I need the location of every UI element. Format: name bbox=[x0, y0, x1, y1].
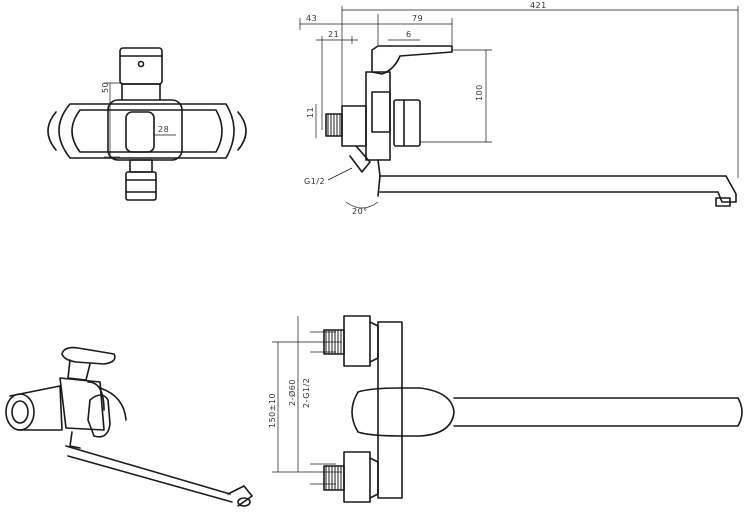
dim-21: 21 bbox=[328, 30, 339, 39]
dim-43: 43 bbox=[306, 14, 317, 23]
angle-label: 20° bbox=[352, 207, 368, 216]
plan-view: 150±10 2-Ø60 2-G1/2 bbox=[268, 315, 743, 503]
front-view: 50 28 bbox=[47, 47, 247, 201]
dim-spacing: 150±10 bbox=[268, 393, 277, 428]
dim-11: 11 bbox=[306, 107, 315, 118]
dim-thread: 2-G1/2 bbox=[302, 378, 311, 408]
dim-79: 79 bbox=[412, 14, 423, 23]
dim-28: 28 bbox=[158, 125, 169, 134]
dim-421: 421 bbox=[530, 1, 547, 10]
thread-label: G1/2 bbox=[304, 177, 325, 186]
dim-6: 6 bbox=[406, 30, 412, 39]
side-view: 421 43 79 21 6 100 11 bbox=[299, 1, 739, 216]
perspective-view bbox=[5, 346, 253, 507]
dim-diameter: 2-Ø60 bbox=[287, 379, 297, 406]
dim-50: 50 bbox=[101, 82, 110, 93]
dim-100: 100 bbox=[475, 84, 484, 101]
